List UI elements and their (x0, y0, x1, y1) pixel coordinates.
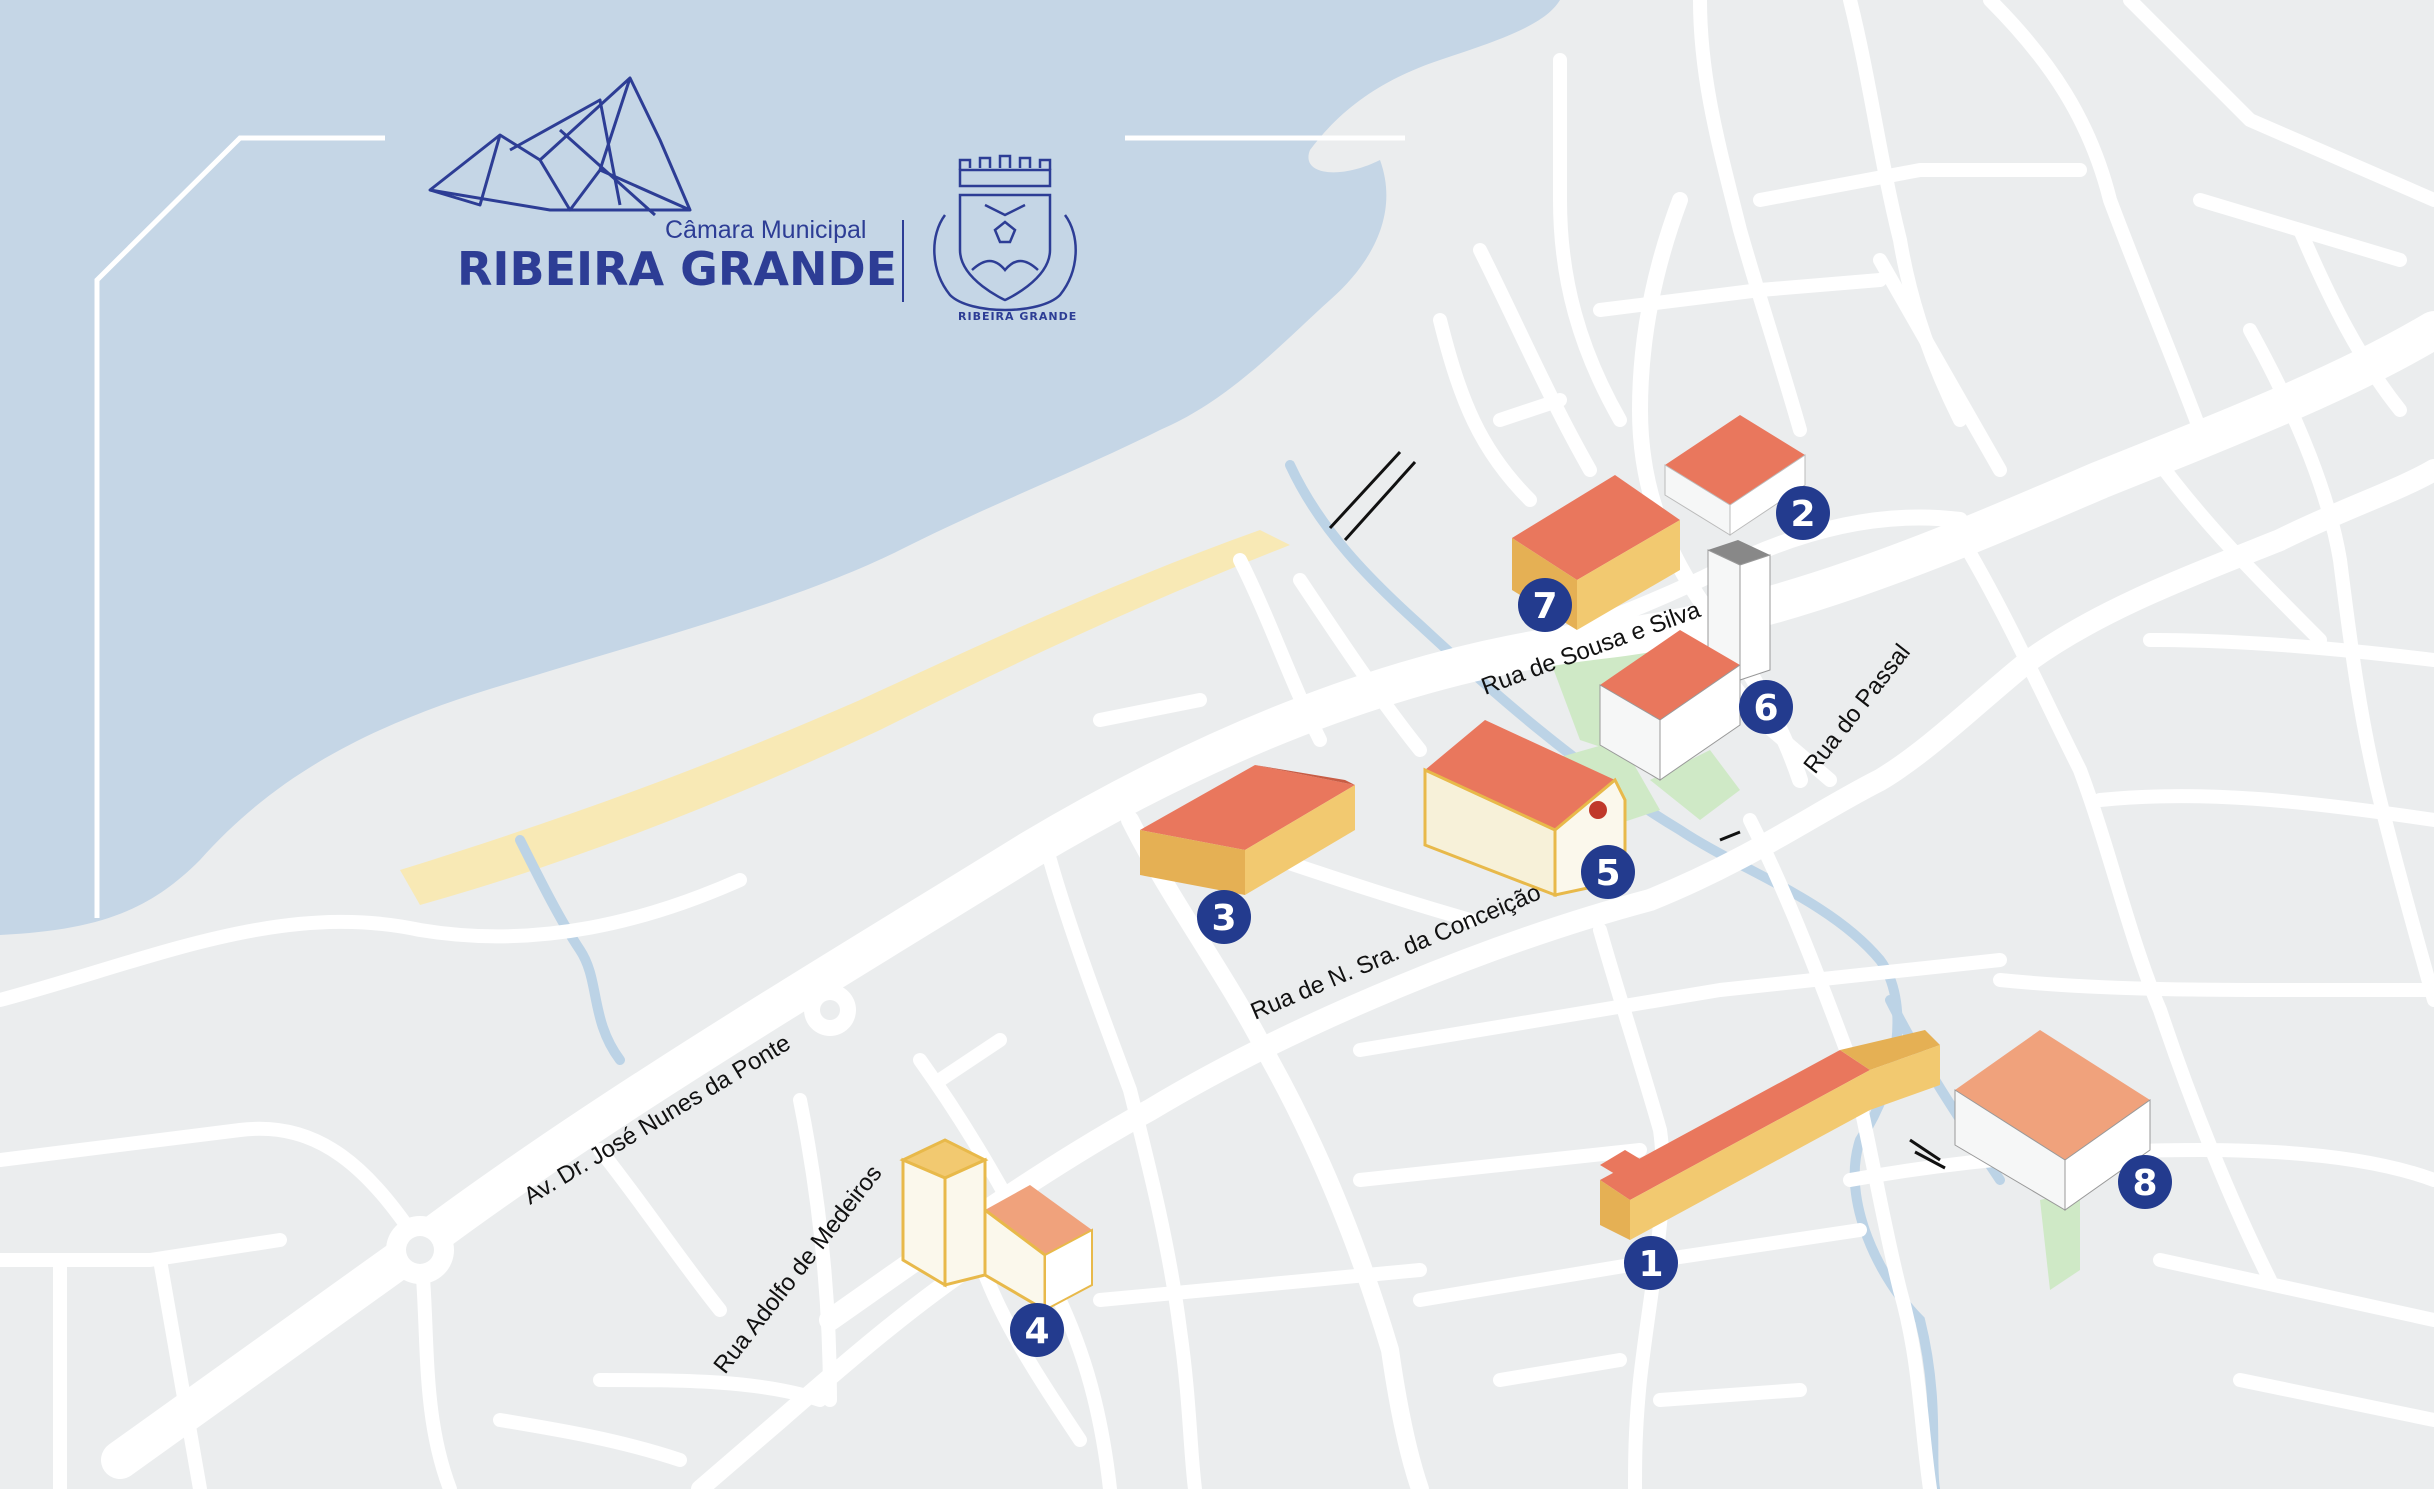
landmark-badge-1[interactable]: 1 (1624, 1236, 1678, 1290)
logo-frame-lines (94, 135, 1405, 918)
landmark-badge-7-number: 7 (1532, 586, 1557, 627)
municipal-logo: Câmara Municipal RIBEIRA GRANDE RIBEIRA … (428, 76, 1077, 323)
landmark-badge-3[interactable]: 3 (1197, 890, 1251, 944)
coat-of-arms-icon (933, 154, 1077, 312)
landmark-badge-2-number: 2 (1790, 494, 1815, 535)
landmark-badge-6[interactable]: 6 (1739, 680, 1793, 734)
landmark-badge-6-number: 6 (1753, 688, 1778, 729)
landmark-badge-5-number: 5 (1595, 853, 1620, 894)
bridges (1328, 450, 1946, 1170)
building-2-icon (1664, 415, 1806, 536)
building-6-icon (1599, 540, 1771, 781)
building-4-icon (899, 1138, 1093, 1313)
landmark-badge-3-number: 3 (1211, 898, 1236, 939)
logo-subtitle: Câmara Municipal (665, 216, 866, 244)
crest-text: RIBEIRA GRANDE (958, 310, 1077, 323)
landmark-badge-8[interactable]: 8 (2118, 1155, 2172, 1209)
logo-title: RIBEIRA GRANDE (457, 242, 897, 296)
landmark-badge-8-number: 8 (2132, 1163, 2157, 1204)
landmark-badge-2[interactable]: 2 (1776, 486, 1830, 540)
sea-area (0, 0, 1560, 935)
building-1-icon (1600, 1030, 1940, 1240)
roundabouts (386, 984, 856, 1284)
building-8-icon (1954, 1030, 2151, 1211)
beach-area (400, 530, 1290, 905)
landmark-badge-5[interactable]: 5 (1581, 845, 1635, 899)
landmark-badge-4-number: 4 (1024, 1311, 1049, 1352)
landmark-badge-1-number: 1 (1638, 1244, 1663, 1285)
landmark-badge-4[interactable]: 4 (1010, 1303, 1064, 1357)
building-3-icon (1140, 765, 1355, 895)
mountain-logo-mark (428, 76, 692, 217)
landmark-badge-7[interactable]: 7 (1518, 578, 1572, 632)
